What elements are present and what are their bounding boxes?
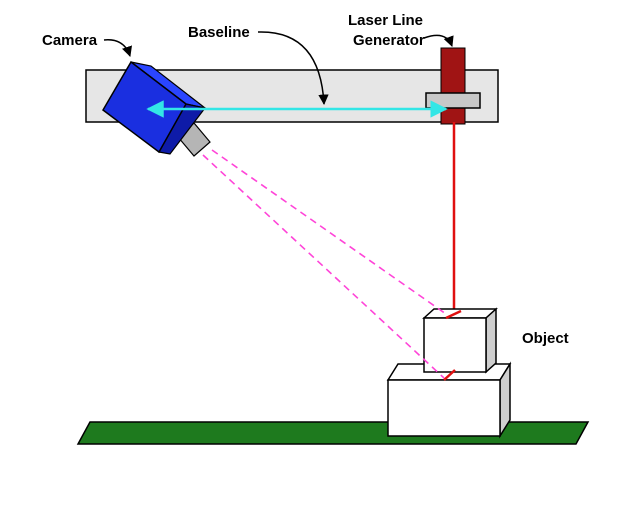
- camera-label: Camera: [42, 32, 98, 49]
- ground-plane: [76, 421, 590, 445]
- object-top-box: [422, 307, 498, 374]
- camera-fov-line-lower: [202, 154, 445, 379]
- laser-generator-body: [440, 47, 466, 125]
- camera-callout-arrow: [103, 39, 132, 57]
- baseline-label: Baseline: [188, 24, 250, 41]
- camera-body: [102, 60, 187, 154]
- laser-mount-bracket: [425, 92, 481, 109]
- object-label: Object: [522, 330, 569, 347]
- camera-fov-line-upper: [211, 149, 447, 315]
- laser-callout-arrow: [423, 34, 454, 47]
- laser-generator-label-line1: Laser Line: [348, 12, 423, 29]
- baseline-callout-arrow: [257, 31, 329, 106]
- laser-stripe-top: [445, 309, 462, 320]
- laser-stripe-bottom: [443, 369, 456, 381]
- laser-generator-label-line2: Generator: [353, 32, 425, 49]
